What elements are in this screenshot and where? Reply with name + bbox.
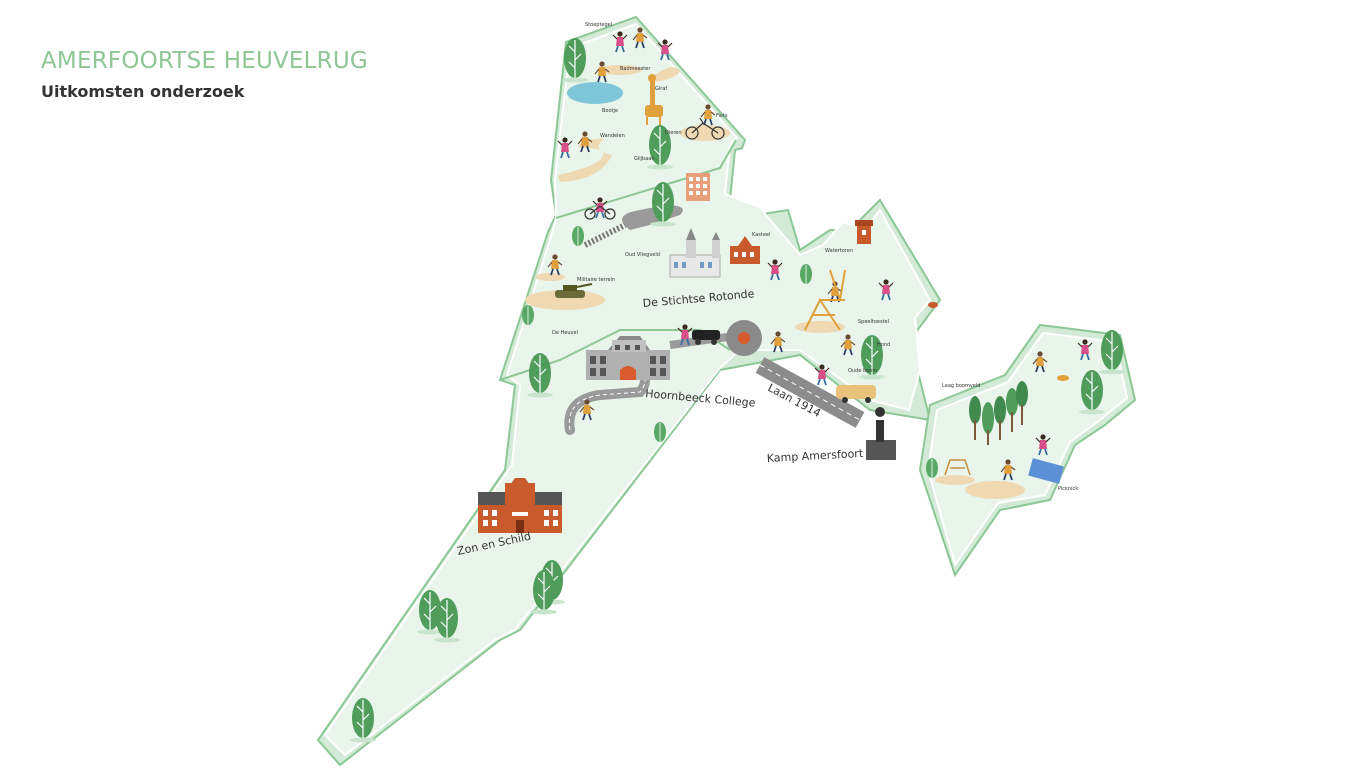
buildings — [478, 173, 896, 533]
label-oud-vliegveld: Oud Vliegveld — [625, 252, 660, 258]
label-badmeester: Badmeester — [620, 66, 651, 72]
map-labels-small: Stoeptegel Badmeester Bootje Giraf Fiets… — [552, 22, 1078, 492]
label-de-heuvel: De Heuvel — [552, 330, 578, 336]
label-kamp-amersfoort: Kamp Amersfoort — [766, 447, 864, 465]
water-tower — [855, 220, 873, 244]
hoornbeeck-college-building — [586, 336, 670, 380]
label-bootje: Bootje — [602, 108, 618, 114]
sand-areas — [525, 65, 1025, 499]
roundabout — [692, 320, 762, 356]
apartment-building — [686, 173, 710, 201]
kamp-amersfoort-monument — [866, 407, 896, 460]
page-title: AMERFOORTSE HEUVELRUG — [41, 48, 368, 74]
label-glijbaan: Glijbaan — [634, 156, 655, 162]
map-header: AMERFOORTSE HEUVELRUG Uitkomsten onderzo… — [41, 48, 368, 101]
label-laag-boomveld: Laag boomveld — [942, 383, 980, 389]
map-region-east — [918, 323, 1137, 578]
page-subtitle: Uitkomsten onderzoek — [41, 82, 245, 101]
brick-building — [730, 236, 760, 264]
label-hond: Hond — [877, 342, 890, 348]
people-figures — [547, 26, 1093, 484]
label-kasteel: Kasteel — [752, 232, 770, 238]
label-stoeptegel: Stoeptegel — [585, 22, 612, 28]
label-fiets: Fiets — [716, 113, 728, 119]
label-giraf: Giraf — [655, 86, 667, 92]
label-wandelen: Wandelen — [600, 133, 625, 139]
label-watertoren: Watertoren — [825, 248, 853, 254]
label-picknick: Picknick — [1058, 486, 1078, 492]
label-oude-boom: Oude boom — [848, 368, 877, 374]
church-building — [669, 228, 721, 278]
label-dieren: Dieren — [665, 130, 682, 136]
trees — [349, 37, 1126, 744]
label-speeltoestel: Speeltoestel — [858, 319, 889, 325]
label-militaire-terrein: Militaire terrein — [577, 277, 615, 283]
zon-en-schild-building — [478, 478, 562, 533]
